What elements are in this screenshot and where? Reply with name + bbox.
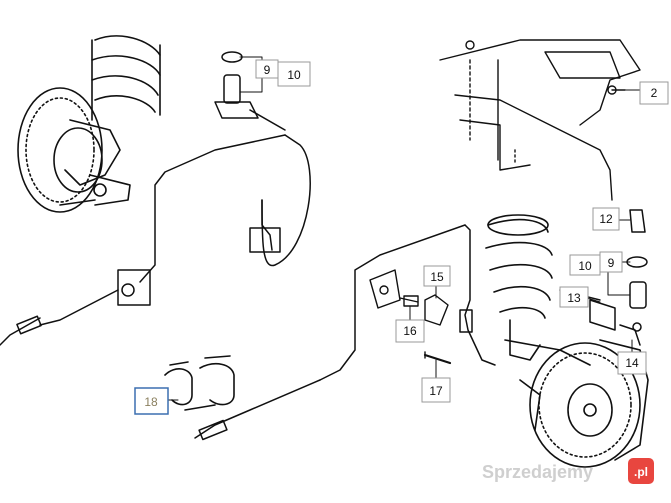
brake-cable-right bbox=[194, 224, 496, 441]
callout-17-label: 17 bbox=[429, 384, 443, 398]
right-brake-disc bbox=[519, 339, 649, 468]
callout-14-label: 14 bbox=[625, 356, 639, 370]
callout-17: 17 bbox=[421, 359, 451, 403]
callout-18: 18 bbox=[134, 387, 179, 415]
callout-10-right-label: 10 bbox=[578, 259, 592, 273]
body-panel-top-right bbox=[439, 39, 641, 201]
left-brake-assembly bbox=[17, 35, 161, 213]
callout-15-label: 15 bbox=[430, 270, 444, 284]
watermark-text: Sprzedajemy bbox=[482, 462, 593, 482]
callout-18-highlight-box bbox=[134, 387, 169, 415]
brake-cable-left bbox=[0, 134, 311, 346]
callout-12: 12 bbox=[592, 207, 631, 231]
callout-2-label: 2 bbox=[651, 86, 658, 100]
callout-14: 14 bbox=[617, 339, 647, 375]
callout-9-10-right: 9 10 bbox=[569, 251, 631, 296]
callout-16: 16 bbox=[395, 305, 425, 343]
callout-13-label: 13 bbox=[567, 291, 581, 305]
callout-12-label: 12 bbox=[599, 212, 613, 226]
watermark: Sprzedajemy .pl bbox=[482, 458, 654, 484]
callout-10-left-label: 10 bbox=[287, 68, 301, 82]
watermark-badge bbox=[628, 458, 654, 484]
callout-2: 2 bbox=[611, 81, 669, 105]
center-small-parts bbox=[369, 269, 452, 365]
callout-9-left-label: 9 bbox=[264, 63, 271, 77]
callout-15: 15 bbox=[423, 265, 451, 299]
part-18-clip bbox=[164, 355, 235, 411]
watermark-suffix: .pl bbox=[634, 465, 648, 479]
callout-13: 13 bbox=[559, 286, 601, 308]
callout-9-right-label: 9 bbox=[608, 256, 615, 270]
callout-9-10-left: 9 10 bbox=[239, 56, 311, 93]
left-upper-mount bbox=[214, 51, 286, 131]
callout-16-label: 16 bbox=[403, 324, 417, 338]
callout-18-label: 18 bbox=[144, 395, 158, 409]
